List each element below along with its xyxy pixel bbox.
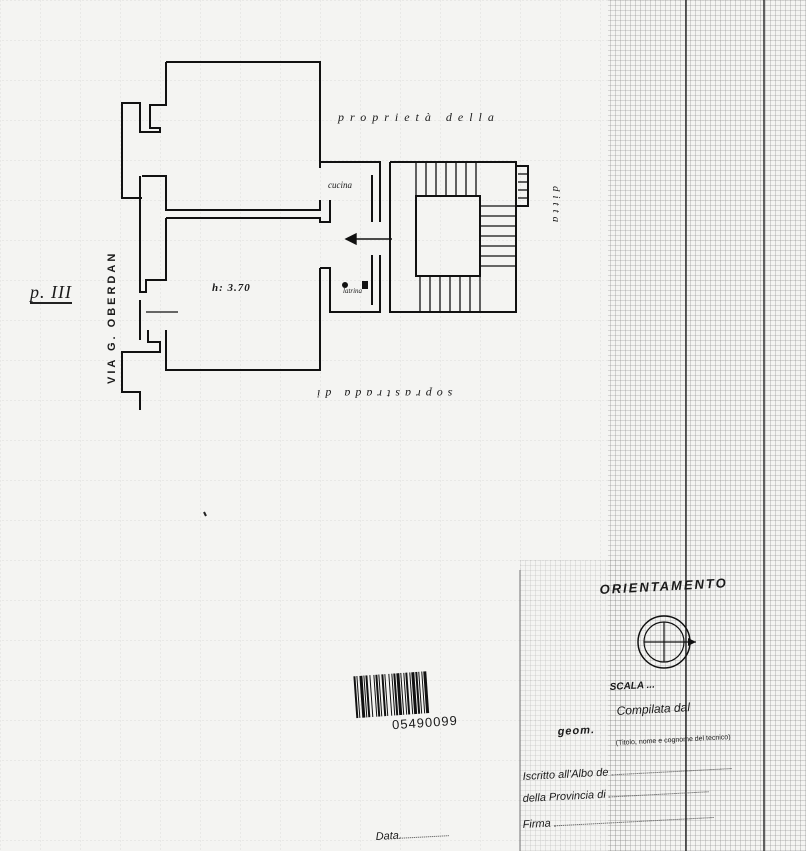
room-height-label: h: 3.70 [212,282,251,294]
street-label: VIA G. OBERDAN [106,250,118,384]
title-hint: (Titolo, nome e cognome del tecnico) [615,733,731,747]
orientation-title: ORIENTAMENTO [599,575,729,597]
title-block: ORIENTAMENTO SCALA ... Compilata dal geo… [375,570,806,851]
barcode [353,671,430,719]
compiled-by-label: Compilata dal [616,700,691,718]
province-label: della Provincia di [522,782,709,805]
entry-arrow [344,232,392,246]
ownership-label-bottom: soprastrada di [312,387,453,401]
ownership-label-right: ditta [550,186,562,227]
sheet-label: p. III [30,282,72,304]
graph-paper-strip [608,0,806,851]
scale-label: SCALA ... [609,679,656,693]
compass-rose-icon [637,615,696,669]
signature-label: Firma [522,808,714,831]
room-label-toilet: latrina [343,287,363,295]
ownership-label-top: proprietà della [338,110,500,124]
surveyor-name: geom. [557,724,596,738]
graph-paper-block [520,560,630,851]
floor-plan [121,61,529,410]
room-label-kitchen: cucina [328,180,352,190]
stair-treads [415,162,528,312]
registered-label: Iscritto all'Albo de [522,759,732,783]
